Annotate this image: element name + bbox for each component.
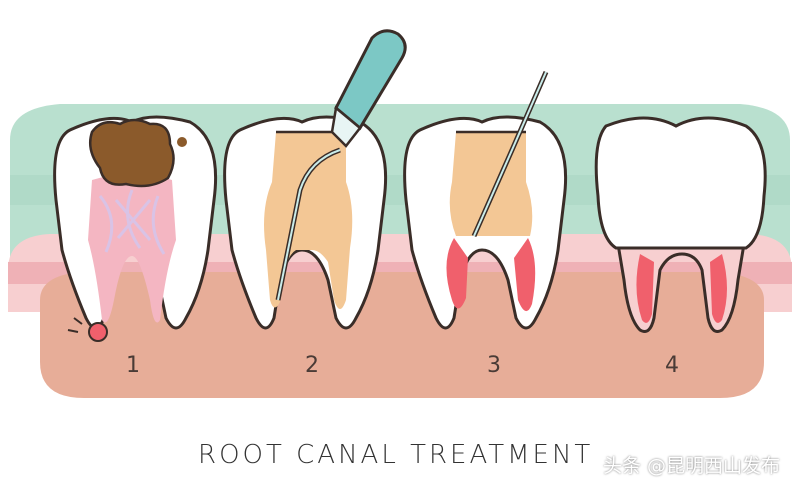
step-number-2: 2 bbox=[305, 353, 319, 378]
watermark: 头条 @昆明西山发布 bbox=[602, 455, 780, 477]
tooth-2 bbox=[223, 29, 407, 330]
step-number-1: 1 bbox=[126, 353, 140, 378]
tooth-1 bbox=[53, 115, 218, 342]
jaw-bone bbox=[40, 272, 764, 398]
crown bbox=[594, 116, 767, 250]
step-number-4: 4 bbox=[665, 353, 679, 378]
tooth-3 bbox=[403, 71, 568, 330]
drill-handle bbox=[334, 29, 407, 131]
diagram-title: ROOT CANAL TREATMENT bbox=[198, 440, 594, 470]
step-number-3: 3 bbox=[487, 353, 501, 378]
tooth-4 bbox=[594, 116, 767, 333]
